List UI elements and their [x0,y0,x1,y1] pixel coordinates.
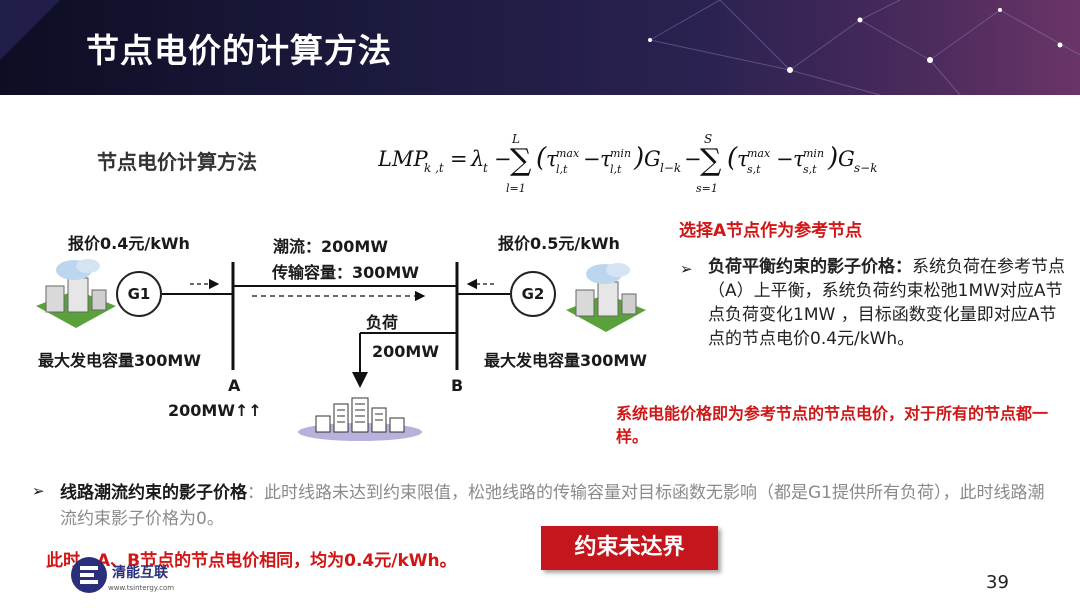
bullet-arrow-icon: ➢ [680,260,693,278]
shadow-price-line-text: 线路潮流约束的影子价格：此时线路未达到约束限值，松弛线路的传输容量对目标函数无影… [60,480,1060,532]
g2-max-capacity: 最大发电容量300MW [484,351,647,370]
svg-text:−: − [583,147,601,171]
svg-text:τ: τ [600,147,612,171]
section-subheading: 节点电价计算方法 [97,150,257,174]
line-bullet-body: ：此时线路未达到约束限值，松弛线路的传输容量对目标函数无影响（都是G1提供所有负… [60,483,1045,529]
g2-bid-price: 报价0.5元/kWh [498,234,620,253]
city-load-icon [298,397,422,441]
svg-text:s=1: s=1 [696,182,718,195]
company-logo-icon [71,557,107,593]
svg-text:max: max [747,147,771,160]
line-bullet-heading: 线路潮流约束的影子价格 [60,483,247,503]
svg-text:L: L [511,132,520,146]
g1-max-capacity: 最大发电容量300MW [38,351,201,370]
svg-text:l,t: l,t [610,163,622,176]
balance-bullet-heading: 负荷平衡约束的影子价格： [708,257,912,277]
svg-text:∑: ∑ [700,143,722,178]
node-a-output: 200MW↑↑ [168,401,262,420]
svg-text:−: − [776,147,794,171]
svg-text:S: S [704,132,712,146]
shadow-price-balance-text: 负荷平衡约束的影子价格：系统负荷在参考节点（A）上平衡，系统负荷约束松弛1MW对… [708,255,1068,351]
lmp-formula: LMP k ,t = λ t − ∑ L l=1 ( τ max l,t − τ… [377,130,908,203]
svg-text:LMP: LMP [378,147,428,171]
bullet-arrow-icon-2: ➢ [32,482,45,500]
svg-text:−: − [684,147,702,171]
flow-label: 潮流：200MW [273,237,388,256]
g1-bid-price: 报价0.4元/kWh [68,234,190,253]
svg-text:k ,t: k ,t [424,161,444,175]
svg-text:G: G [838,147,855,171]
svg-text:l=1: l=1 [506,182,526,195]
svg-text:(: ( [536,143,547,173]
constraint-not-binding-badge: 约束未达界 [541,526,718,570]
svg-text:max: max [556,147,580,160]
reference-node-title: 选择A节点作为参考节点 [679,221,863,241]
formula-graphic: LMP k ,t = λ t − ∑ L l=1 ( τ max l,t − τ… [377,132,877,195]
network-background-graphic [0,0,1080,95]
system-price-note: 系统电能价格即为参考节点的节点电价，对于所有的节点都一样。 [616,404,1049,446]
svg-text:=: = [450,147,468,171]
svg-text:s,t: s,t [803,163,817,176]
svg-text:∑: ∑ [510,143,532,178]
svg-text:λ: λ [470,147,484,171]
svg-text:s,t: s,t [747,163,761,176]
svg-text:): ) [633,143,644,173]
balance-bullet-body: 系统负荷在参考节点（A）上平衡，系统负荷约束松弛1MW对应A节点负荷变化1MW … [708,257,1065,349]
svg-text:τ: τ [546,147,558,171]
svg-text:τ: τ [737,147,749,171]
svg-text:s−k: s−k [854,161,877,175]
transmission-capacity-label: 传输容量：300MW [272,263,419,282]
svg-text:min: min [610,147,631,160]
svg-text:l,t: l,t [556,163,568,176]
svg-text:t: t [483,161,488,175]
svg-text:G: G [644,147,661,171]
node-b-label: B [451,376,464,395]
svg-text:(: ( [727,143,738,173]
page-number: 39 [986,572,1009,593]
node-a-label: A [228,376,241,395]
power-plant-g2-icon [566,263,646,332]
load-value: 200MW [372,342,439,361]
header-banner [0,0,1080,95]
svg-text:l−k: l−k [660,161,681,175]
power-plant-g1-icon [36,259,116,328]
svg-text:): ) [827,143,838,173]
page-title: 节点电价的计算方法 [86,31,392,70]
svg-text:min: min [803,147,824,160]
conclusion-text: 此时，A、B节点的节点电价相同，均为0.4元/kWh。 [46,551,457,571]
svg-text:τ: τ [793,147,805,171]
company-url: www.tsintergy.com [108,584,175,592]
load-label: 负荷 [366,313,399,332]
company-name: 清能互联 [112,565,168,581]
generator-g1: G1 [116,271,162,317]
svg-text:−: − [494,147,512,171]
generator-g2: G2 [510,271,556,317]
